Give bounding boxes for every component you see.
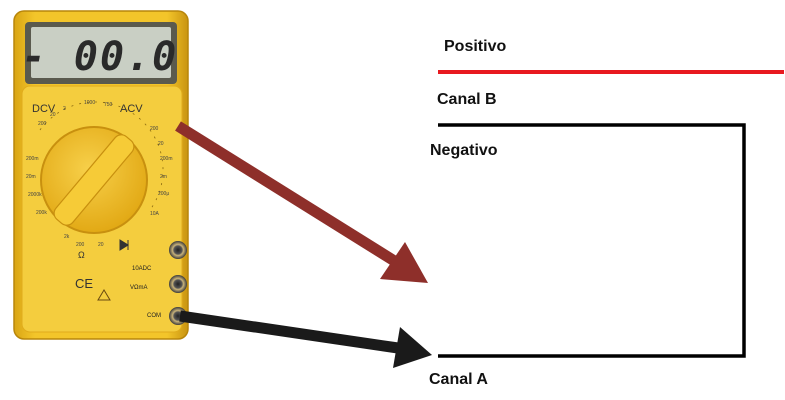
svg-text:1000: 1000: [84, 100, 95, 106]
svg-text:20m: 20m: [26, 174, 36, 180]
ohm-label: Ω: [78, 250, 85, 260]
jack-v-ohm-ma[interactable]: [169, 275, 187, 293]
terminal-label-vohm: VΩmA: [130, 285, 148, 291]
label-negativo: Negativo: [430, 142, 498, 159]
svg-text:200k: 200k: [36, 210, 47, 216]
label-canal-a: Canal A: [429, 371, 488, 388]
label-canal-b: Canal B: [437, 91, 497, 108]
red-probe-arrow: [175, 121, 428, 283]
svg-text:2000k: 2000k: [28, 192, 42, 198]
knob-pointer[interactable]: [51, 132, 137, 229]
warning-icon: [97, 289, 111, 301]
negative-wire: [438, 123, 746, 358]
svg-text:200m: 200m: [160, 156, 173, 162]
lcd-screen: [31, 27, 171, 78]
ce-mark: CE: [75, 276, 93, 291]
svg-text:2: 2: [63, 106, 66, 112]
black-probe-arrow: [179, 310, 432, 368]
diode-icon: [119, 239, 129, 251]
svg-text:10A: 10A: [150, 211, 160, 217]
svg-text:750: 750: [104, 102, 113, 108]
jack-10a[interactable]: [169, 241, 187, 259]
terminal-label-10a: 10ADC: [132, 266, 152, 272]
svg-text:2m: 2m: [160, 174, 167, 180]
svg-text:200m: 200m: [26, 156, 39, 162]
svg-text:200: 200: [76, 242, 85, 248]
svg-text:20: 20: [158, 141, 164, 147]
terminal-label-com: COM: [147, 313, 161, 319]
svg-text:200: 200: [150, 126, 159, 132]
svg-text:20: 20: [50, 112, 56, 118]
svg-text:2k: 2k: [64, 234, 70, 240]
svg-text:200μ: 200μ: [158, 191, 169, 197]
svg-text:200: 200: [38, 121, 47, 127]
label-positivo: Positivo: [444, 38, 507, 55]
svg-text:20: 20: [98, 242, 104, 248]
lcd-reading: - 00.0: [22, 34, 179, 80]
acv-label: ACV: [120, 103, 143, 115]
dcv-label: DCV: [32, 103, 56, 115]
